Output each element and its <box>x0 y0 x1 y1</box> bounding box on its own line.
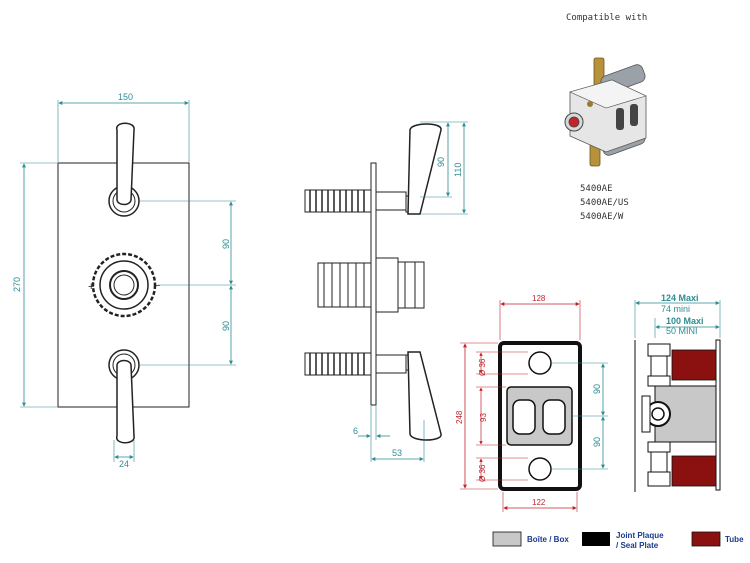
side-view: 90 110 6 53 <box>304 121 468 462</box>
thermostat-knob-outer <box>91 252 157 318</box>
top-lever-handle <box>116 122 135 206</box>
legend: Boîte / Box Joint Plaque / Seal Plate Tu… <box>492 531 744 550</box>
box-side-min-outer-dim: 74 mini <box>661 304 690 314</box>
thermostat-knob <box>99 260 149 310</box>
bottom-cartridge <box>304 351 442 441</box>
box-top-width-dim: 128 <box>532 294 546 303</box>
front-view: + − 150 270 90 90 24 <box>12 92 236 469</box>
box-hole-bottom-dim: Ø 36 <box>478 464 487 482</box>
box-hole-bottom <box>528 457 552 481</box>
side-seal-plate <box>715 339 721 491</box>
box-front-view: 128 122 248 Ø 36 Ø 36 93 90 90 <box>455 294 608 512</box>
legend-label-box: Boîte / Box <box>527 535 569 544</box>
top-cartridge <box>304 123 442 215</box>
front-spacing-top-dim: 90 <box>221 239 231 249</box>
front-width-dim: 150 <box>118 92 133 102</box>
box-spacing-bottom-dim: 90 <box>592 437 602 447</box>
middle-thermostat <box>317 257 425 313</box>
side-depth-53-dim: 53 <box>392 448 402 458</box>
box-center-dim: 93 <box>479 413 488 422</box>
legend-label-tube: Tube <box>725 535 744 544</box>
plus-sign: + <box>88 281 94 293</box>
front-spacing-bottom-dim: 90 <box>221 321 231 331</box>
box-hole-top-dim: Ø 36 <box>478 358 487 376</box>
legend-label-seal-plate-2: / Seal Plate <box>616 541 659 550</box>
box-height-dim: 248 <box>455 410 464 424</box>
box-bottom-width-dim: 122 <box>532 498 546 507</box>
box-side-min-inner-dim: 50 MINI <box>666 326 698 336</box>
compatible-section: Compatible with 5400AE 5400AE/US 5400AE/… <box>564 13 647 222</box>
minus-sign: − <box>154 280 160 292</box>
tube-top <box>671 349 717 381</box>
valve-body-illustration <box>564 57 647 167</box>
handle-offset-dim: 24 <box>119 459 129 469</box>
legend-label-seal-plate-1: Joint Plaque <box>616 531 664 540</box>
compatible-title: Compatible with <box>566 13 647 23</box>
side-height-90-dim: 90 <box>436 157 446 167</box>
box-side-view: 124 Maxi 74 mini 100 Maxi 50 MINI <box>634 293 721 492</box>
tube-bottom <box>671 455 717 487</box>
side-height-110-dim: 110 <box>453 163 463 177</box>
side-plate <box>370 162 377 406</box>
legend-swatch-box <box>492 531 522 547</box>
side-depth-6-dim: 6 <box>353 426 358 436</box>
box-side-max-outer-dim: 124 Maxi <box>661 293 699 303</box>
box-spacing-top-dim: 90 <box>592 384 602 394</box>
model-5400ae-w: 5400AE/W <box>580 212 624 222</box>
front-height-dim: 270 <box>12 277 22 292</box>
legend-swatch-tube <box>691 531 721 547</box>
legend-swatch-seal-plate <box>582 532 610 546</box>
box-hole-top <box>528 351 552 375</box>
box-side-max-inner-dim: 100 Maxi <box>666 316 704 326</box>
bottom-lever-handle <box>116 359 135 444</box>
model-5400ae-us: 5400AE/US <box>580 198 629 208</box>
model-5400ae: 5400AE <box>580 184 613 194</box>
